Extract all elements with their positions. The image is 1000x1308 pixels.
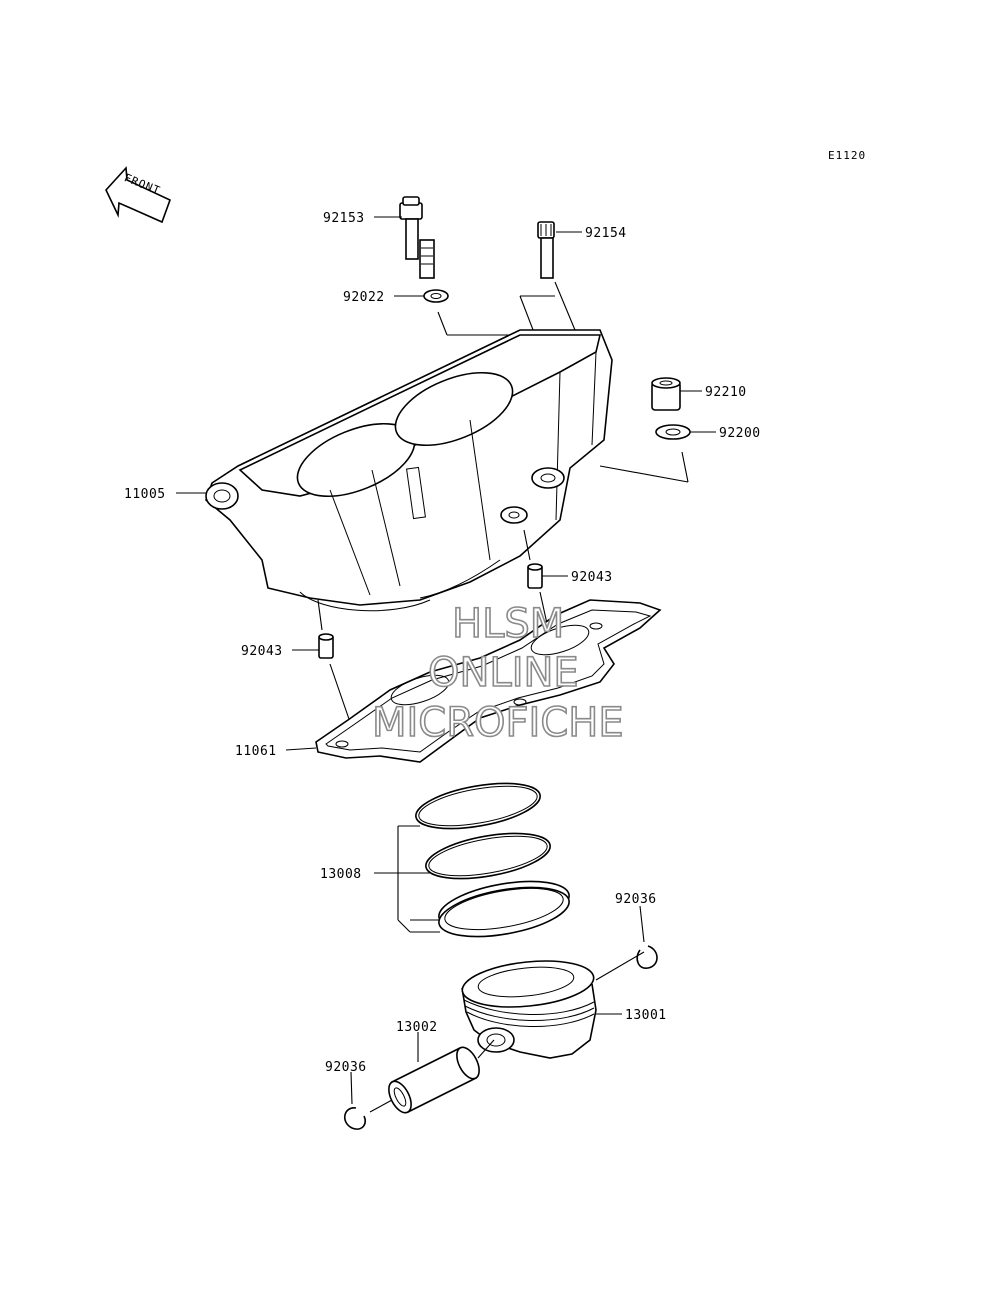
label-13002[interactable]: 13002	[396, 1020, 438, 1035]
watermark-line2: ONLINE	[428, 650, 579, 696]
diagram-code: E1120	[828, 149, 866, 162]
cylinder-gasket-icon	[315, 599, 662, 763]
label-92036-left[interactable]: 92036	[325, 1060, 367, 1075]
label-92153[interactable]: 92153	[323, 211, 365, 226]
watermark-line3: MICROFICHE	[372, 700, 624, 746]
bolt-92153-icon	[399, 196, 435, 279]
piston-ring-set-icon	[415, 782, 570, 938]
circlip-92036-right-icon	[636, 945, 658, 969]
label-13008[interactable]: 13008	[320, 867, 362, 882]
label-92200[interactable]: 92200	[719, 426, 761, 441]
watermark-line1: HLSM	[452, 601, 564, 647]
washer-92022-icon	[423, 289, 449, 303]
cylinder-block-icon	[205, 329, 613, 612]
circlip-92036-left-icon	[344, 1107, 367, 1130]
front-arrow-icon: FRONT	[105, 166, 172, 224]
dowel-pin-92043-right-icon	[527, 563, 543, 589]
dowel-pin-92043-left-icon	[318, 633, 334, 659]
label-92036-right[interactable]: 92036	[615, 892, 657, 907]
bolt-92154-icon	[537, 221, 555, 279]
label-11005[interactable]: 11005	[124, 487, 166, 502]
label-11061[interactable]: 11061	[235, 744, 277, 759]
piston-pin-icon	[388, 1046, 480, 1114]
label-13001[interactable]: 13001	[625, 1008, 667, 1023]
label-92022[interactable]: 92022	[343, 290, 385, 305]
collar-92210-icon	[651, 377, 681, 411]
watermark: HLSM ONLINE MICROFICHE	[371, 600, 624, 747]
piston-icon	[461, 960, 597, 1059]
label-92154[interactable]: 92154	[585, 226, 627, 241]
label-92043-right[interactable]: 92043	[571, 570, 613, 585]
washer-92200-icon	[655, 424, 691, 440]
label-92043-left[interactable]: 92043	[241, 644, 283, 659]
label-92210[interactable]: 92210	[705, 385, 747, 400]
